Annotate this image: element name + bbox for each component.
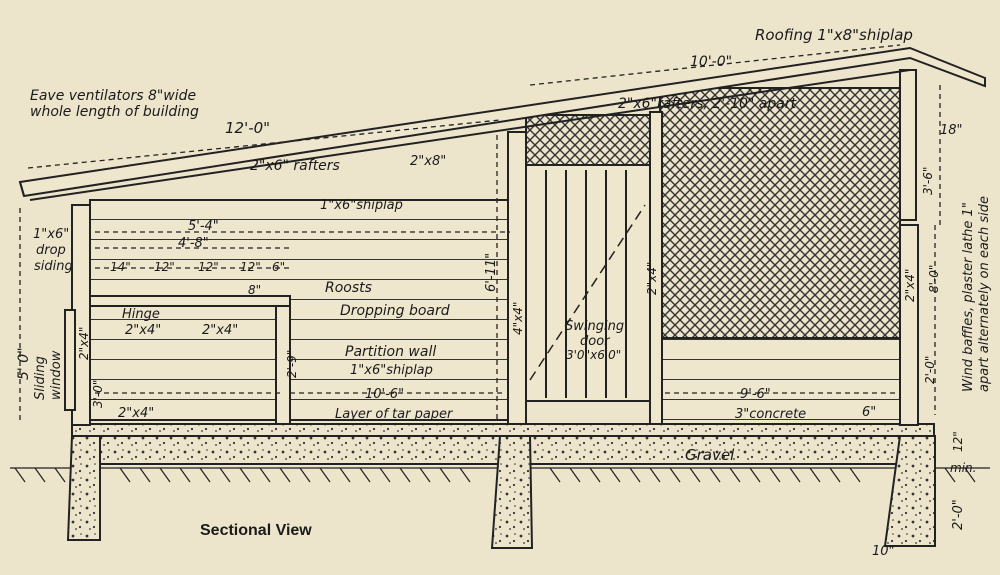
- label-dropping-board: Dropping board: [340, 303, 450, 319]
- label-two-by-four-a: 2"x4": [125, 323, 161, 338]
- label-six-in-b: 6": [862, 405, 876, 420]
- lower-right-wall: [659, 337, 901, 425]
- label-twelve-2: 12": [198, 260, 219, 274]
- label-window: window: [49, 350, 64, 400]
- sliding-window: [64, 309, 76, 411]
- dropping-board: [89, 295, 291, 307]
- label-min: min.: [950, 461, 976, 475]
- label-wind-baffles: Wind baffles, plaster lathe 1": [961, 202, 976, 392]
- posts: [71, 69, 919, 426]
- label-three-six: 3'-6": [921, 167, 935, 195]
- label-tar-paper: Layer of tar paper: [335, 407, 454, 422]
- label-roofing: Roofing 1"x8"shiplap: [755, 26, 913, 44]
- label-hinge: Hinge: [122, 307, 160, 322]
- label-two-zero-min: 2'-0": [951, 499, 966, 530]
- center-footing: [490, 435, 534, 549]
- label-six-in: 6": [272, 260, 285, 274]
- label-three-zero: 3'-0": [91, 380, 105, 408]
- label-four-by-four: 4"x4": [511, 302, 525, 335]
- right-footing: [883, 435, 936, 547]
- label-gravel: Gravel: [685, 446, 735, 464]
- label-two-by-eight: 2"x8": [410, 154, 446, 169]
- foundation: [66, 423, 936, 549]
- drawing-title: Sectional View: [200, 522, 312, 539]
- label-eave-vent: Eave ventilators 8"wide: [30, 88, 196, 104]
- label-eight-in: 8": [248, 283, 261, 297]
- label-sliding: Sliding: [33, 356, 48, 400]
- label-fourteen: 14": [110, 260, 131, 274]
- label-drop-siding: 1"x6": [33, 227, 69, 242]
- label-swinging: Swinging: [565, 319, 624, 334]
- label-twelve-ft: 12'-0": [225, 119, 270, 137]
- left-footing: [66, 435, 101, 541]
- label-six-eleven: 6'-11": [484, 253, 499, 292]
- label-five-zero: 5' 0": [16, 347, 32, 380]
- label-door: door: [580, 334, 611, 349]
- dimension-lines: [19, 44, 941, 422]
- label-two-nine: 2'-9": [285, 350, 299, 378]
- label-ten-in: 10": [872, 544, 895, 559]
- label-eight-zero: 8'-0": [927, 265, 941, 293]
- label-two-zero: 2'-0": [923, 356, 937, 384]
- label-partition-wall: Partition wall: [345, 344, 436, 360]
- label-twelve-1: 12": [154, 260, 175, 274]
- label-rafters: 2"x6" rafters: [250, 158, 340, 174]
- rotated-labels: 5' 0" Sliding window 2"x4" 3'-0" 2'-9" 6…: [16, 167, 992, 530]
- lattice-transom: [525, 114, 651, 166]
- label-shiplap: 1"x6"shiplap: [320, 198, 403, 213]
- label-twelve-right: 12": [951, 431, 965, 452]
- label-wind-baffles-2: apart alternately on each side: [977, 196, 992, 392]
- label-door-size: 3'0"x6'0": [566, 348, 621, 362]
- lattice-screen: [659, 87, 901, 339]
- left-wall-siding: [89, 199, 511, 421]
- label-two-by-four-b: 2"x4": [202, 323, 238, 338]
- label-concrete: 3"concrete: [735, 407, 806, 422]
- swinging-door: [525, 164, 651, 402]
- label-five-four: 5'-4": [188, 219, 219, 234]
- roof: [18, 46, 986, 201]
- label-two-by-four-c: 2"x4": [118, 406, 154, 421]
- label-eave-vent-2: whole length of building: [30, 104, 199, 120]
- labels: Roofing 1"x8"shiplap 10'-0" Eave ventila…: [30, 26, 976, 559]
- label-twelve-3: 12": [240, 260, 261, 274]
- label-two-by-four-vert: 2"x4": [77, 327, 91, 360]
- label-ten-ft: 10'-0": [690, 54, 732, 70]
- label-roosts: Roosts: [325, 280, 372, 296]
- label-nine-six: 9'-6": [740, 387, 771, 402]
- label-two-by-four-door: 2"x4": [645, 262, 659, 295]
- label-rafters-apart: 2"x6"rafters, 2'-10" apart: [618, 96, 797, 112]
- label-drop: drop: [36, 243, 66, 258]
- label-two-by-four-right: 2"x4": [903, 269, 917, 302]
- label-ten-six: 10'-6": [365, 387, 404, 402]
- label-eighteen: 18": [940, 123, 963, 138]
- label-four-eight: 4'-8": [178, 236, 209, 251]
- label-siding: siding: [34, 259, 73, 274]
- label-partition-shiplap: 1"x6"shiplap: [350, 363, 433, 378]
